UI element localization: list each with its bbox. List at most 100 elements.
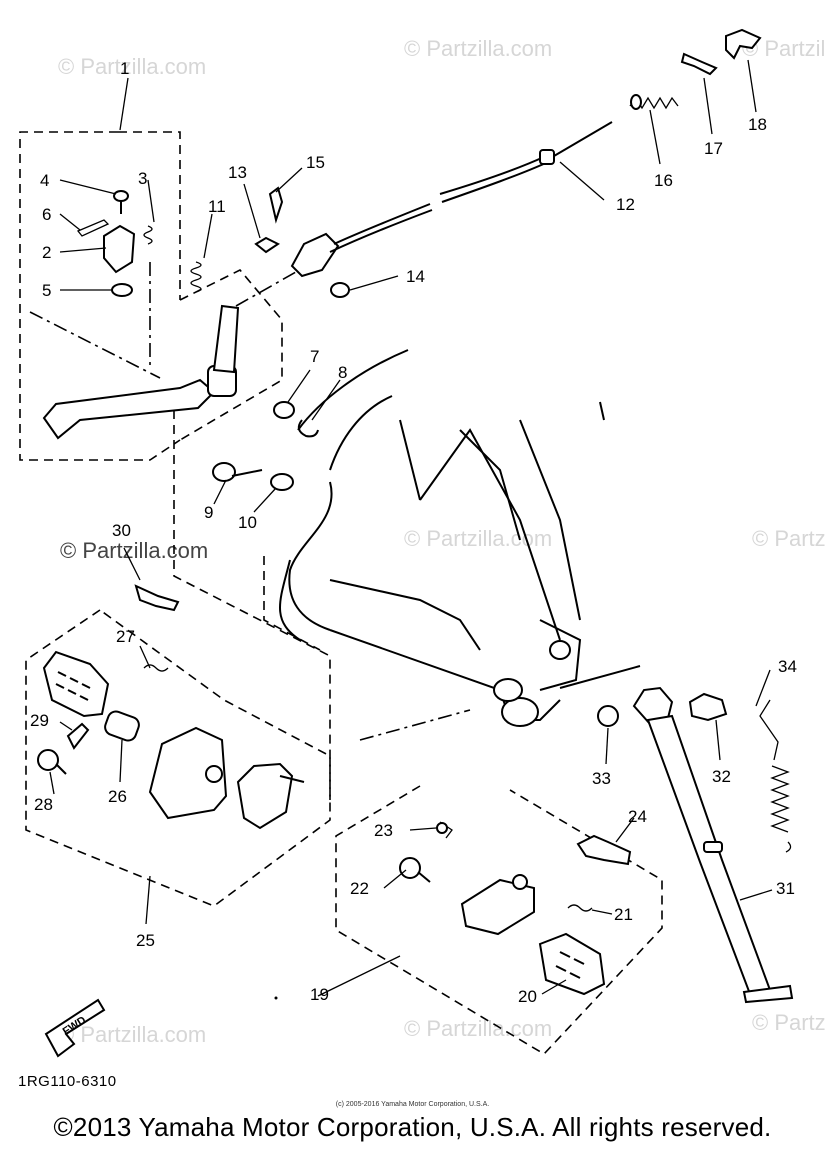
footrest-bracket-right [460, 878, 535, 936]
callout-3: 3 [138, 169, 147, 188]
spring-end [630, 94, 642, 110]
small-copyright: (c) 2005-2016 Yamaha Motor Corporation, … [335, 1101, 490, 1108]
cable-ferrule [539, 149, 555, 165]
sidestand-group [597, 669, 794, 1004]
cable-group [212, 28, 762, 491]
callout-14: 14 [406, 267, 425, 286]
part-29-cotter [66, 722, 90, 750]
callout-34: 34 [778, 657, 797, 676]
pedal-mount-border [179, 269, 283, 441]
watermark: © Partzilla.com [58, 54, 206, 79]
part-9-bolt [212, 462, 236, 482]
watermarks: © Partzilla.com © Partzilla.com © Partzi… [58, 36, 825, 1047]
part-27-spring [143, 664, 169, 672]
callout-1: 1 [120, 59, 129, 78]
part-26-pivot [104, 710, 140, 742]
callout-18: 18 [748, 115, 767, 134]
watermark: © Partzilla.com [404, 1016, 552, 1041]
callout-25: 25 [136, 931, 155, 950]
part-7-washer [273, 401, 295, 419]
part-4-bolt [113, 190, 129, 202]
part-34-spring [770, 765, 790, 833]
part-8-circlip [297, 419, 319, 438]
group-1-border [118, 131, 181, 300]
leader-lines [59, 59, 757, 513]
part-15-cotter-pin [268, 186, 284, 224]
part-5-washer [111, 283, 133, 297]
callout-21: 21 [614, 905, 633, 924]
assembly-line [29, 311, 161, 379]
footrest-mount [236, 762, 294, 830]
cable-lower [333, 203, 431, 245]
callout-24: 24 [628, 807, 647, 826]
callout-9: 9 [204, 503, 213, 522]
group-1-border [19, 131, 181, 461]
callout-16: 16 [654, 171, 673, 190]
part-30-bolt [134, 584, 180, 612]
cable-upper [439, 155, 547, 195]
leader-1 [119, 77, 129, 131]
shift-pedal-lever [42, 378, 216, 440]
part-6-clip [76, 219, 110, 237]
part-17-nut [680, 52, 718, 76]
callout-4: 4 [40, 171, 49, 190]
part-10-washer [270, 473, 294, 491]
callout-33: 33 [592, 769, 611, 788]
callout-19: 19 [310, 985, 329, 1004]
watermark: © Partzilla.com [404, 526, 552, 551]
callout-31: 31 [776, 879, 795, 898]
callout-22: 22 [350, 879, 369, 898]
part-3-spring [143, 225, 153, 245]
callout-30: 30 [112, 521, 131, 540]
drawing-code: 1RG110-6310 [18, 1073, 117, 1090]
left-footrest-group [25, 547, 331, 925]
dot-mark [274, 996, 278, 1000]
leader-11 [203, 213, 213, 259]
part-18-adjuster [725, 28, 762, 60]
part-33-nut [597, 705, 619, 727]
part-2-pedal-tip [103, 224, 136, 274]
cable-lower [329, 209, 433, 253]
callout-7: 7 [310, 347, 319, 366]
frame [279, 349, 641, 727]
group-25-border [25, 609, 331, 907]
copyright-footer: ©2013 Yamaha Motor Corporation, U.S.A. A… [53, 1112, 772, 1142]
callout-26: 26 [108, 787, 127, 806]
cable-holder [290, 232, 340, 278]
watermark: © Partzilla.com [58, 1022, 206, 1047]
callout-29: 29 [30, 711, 49, 730]
part-21-spring [567, 904, 593, 912]
part-28-pin [37, 749, 59, 771]
watermark: © Partzilla.com [404, 36, 552, 61]
bolt-shank [231, 469, 263, 477]
watermark: © Partzilla.com [60, 538, 208, 563]
footrest-bracket [148, 726, 228, 820]
callout-15: 15 [306, 153, 325, 172]
callout-20: 20 [518, 987, 537, 1006]
callout-10: 10 [238, 513, 257, 532]
right-footrest-group [317, 785, 663, 1056]
part-14-washer [330, 282, 350, 298]
shift-pedal-group [19, 77, 311, 461]
spring-hook [759, 699, 779, 761]
callout-11: 11 [208, 197, 226, 216]
sidestand-foot [742, 984, 794, 1004]
part-13-bolt [254, 236, 280, 254]
watermark: © Partzilla.com [752, 1010, 825, 1035]
cable-rod [553, 121, 613, 157]
callouts: 1 2 3 4 5 6 7 8 9 10 11 12 13 14 15 16 1… [30, 59, 797, 1006]
part-32-bolt [688, 692, 728, 722]
cable-upper [441, 161, 549, 203]
callout-13: 13 [228, 163, 247, 182]
guide-lines [173, 410, 471, 800]
callout-32: 32 [712, 767, 731, 786]
group-19-border [335, 785, 663, 1056]
footrest-peg [42, 650, 110, 718]
callout-8: 8 [338, 363, 347, 382]
part-22-pin [399, 857, 421, 879]
callout-5: 5 [42, 281, 51, 300]
callout-2: 2 [42, 243, 51, 262]
footrest-peg-right [538, 932, 606, 996]
callout-27: 27 [116, 627, 135, 646]
